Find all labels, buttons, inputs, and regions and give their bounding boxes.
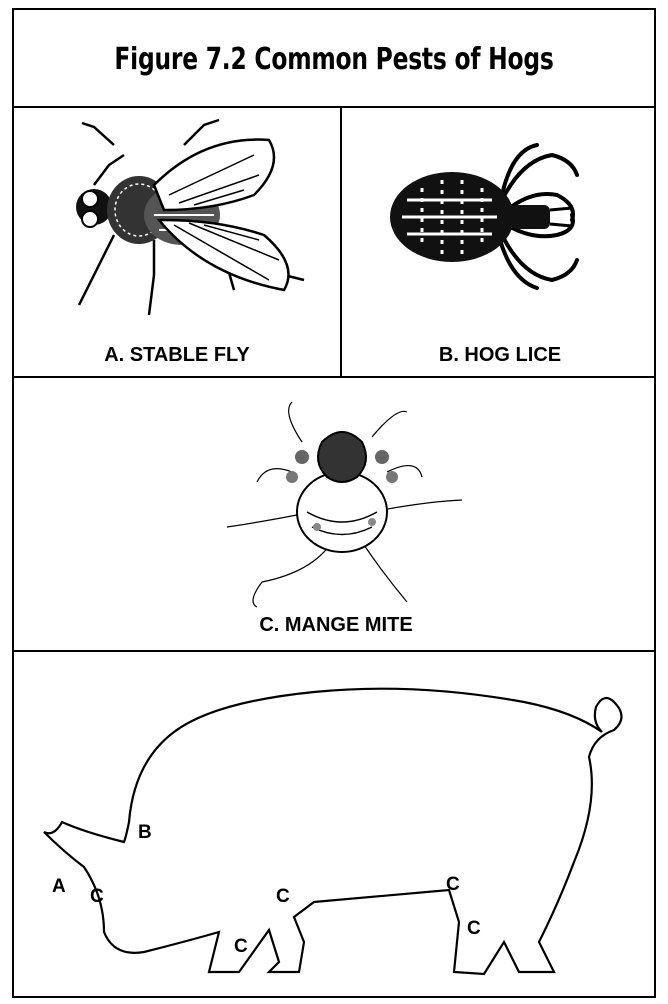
pig-label-c-foreleg-upper: C bbox=[276, 886, 290, 907]
pig-label-c-snout: C bbox=[90, 886, 104, 907]
pig-label-c-foreleg-lower: C bbox=[234, 936, 248, 957]
pig-outline-diagram: A B C C C C C bbox=[14, 652, 654, 998]
pig-outline bbox=[44, 689, 622, 974]
caption-mange-mite: C. MANGE MITE bbox=[14, 614, 658, 637]
divider-vertical bbox=[340, 106, 342, 378]
pig-label-a: A bbox=[52, 876, 66, 897]
mange-mite-illustration bbox=[222, 402, 472, 612]
pig-label-c-hindleg-upper: C bbox=[446, 874, 460, 895]
pig-label-c-hindleg-lower: C bbox=[467, 918, 481, 939]
hog-lice-illustration bbox=[382, 140, 592, 290]
divider-row1 bbox=[14, 376, 654, 378]
caption-stable-fly: A. STABLE FLY bbox=[14, 344, 340, 367]
stable-fly-illustration bbox=[54, 115, 314, 335]
figure-title: Figure 7.2 Common Pests of Hogs bbox=[84, 10, 583, 108]
figure-frame: Figure 7.2 Common Pests of Hogs A. bbox=[12, 8, 656, 998]
caption-hog-lice: B. HOG LICE bbox=[342, 344, 658, 367]
pig-label-b: B bbox=[138, 822, 152, 843]
divider-title bbox=[14, 106, 654, 108]
